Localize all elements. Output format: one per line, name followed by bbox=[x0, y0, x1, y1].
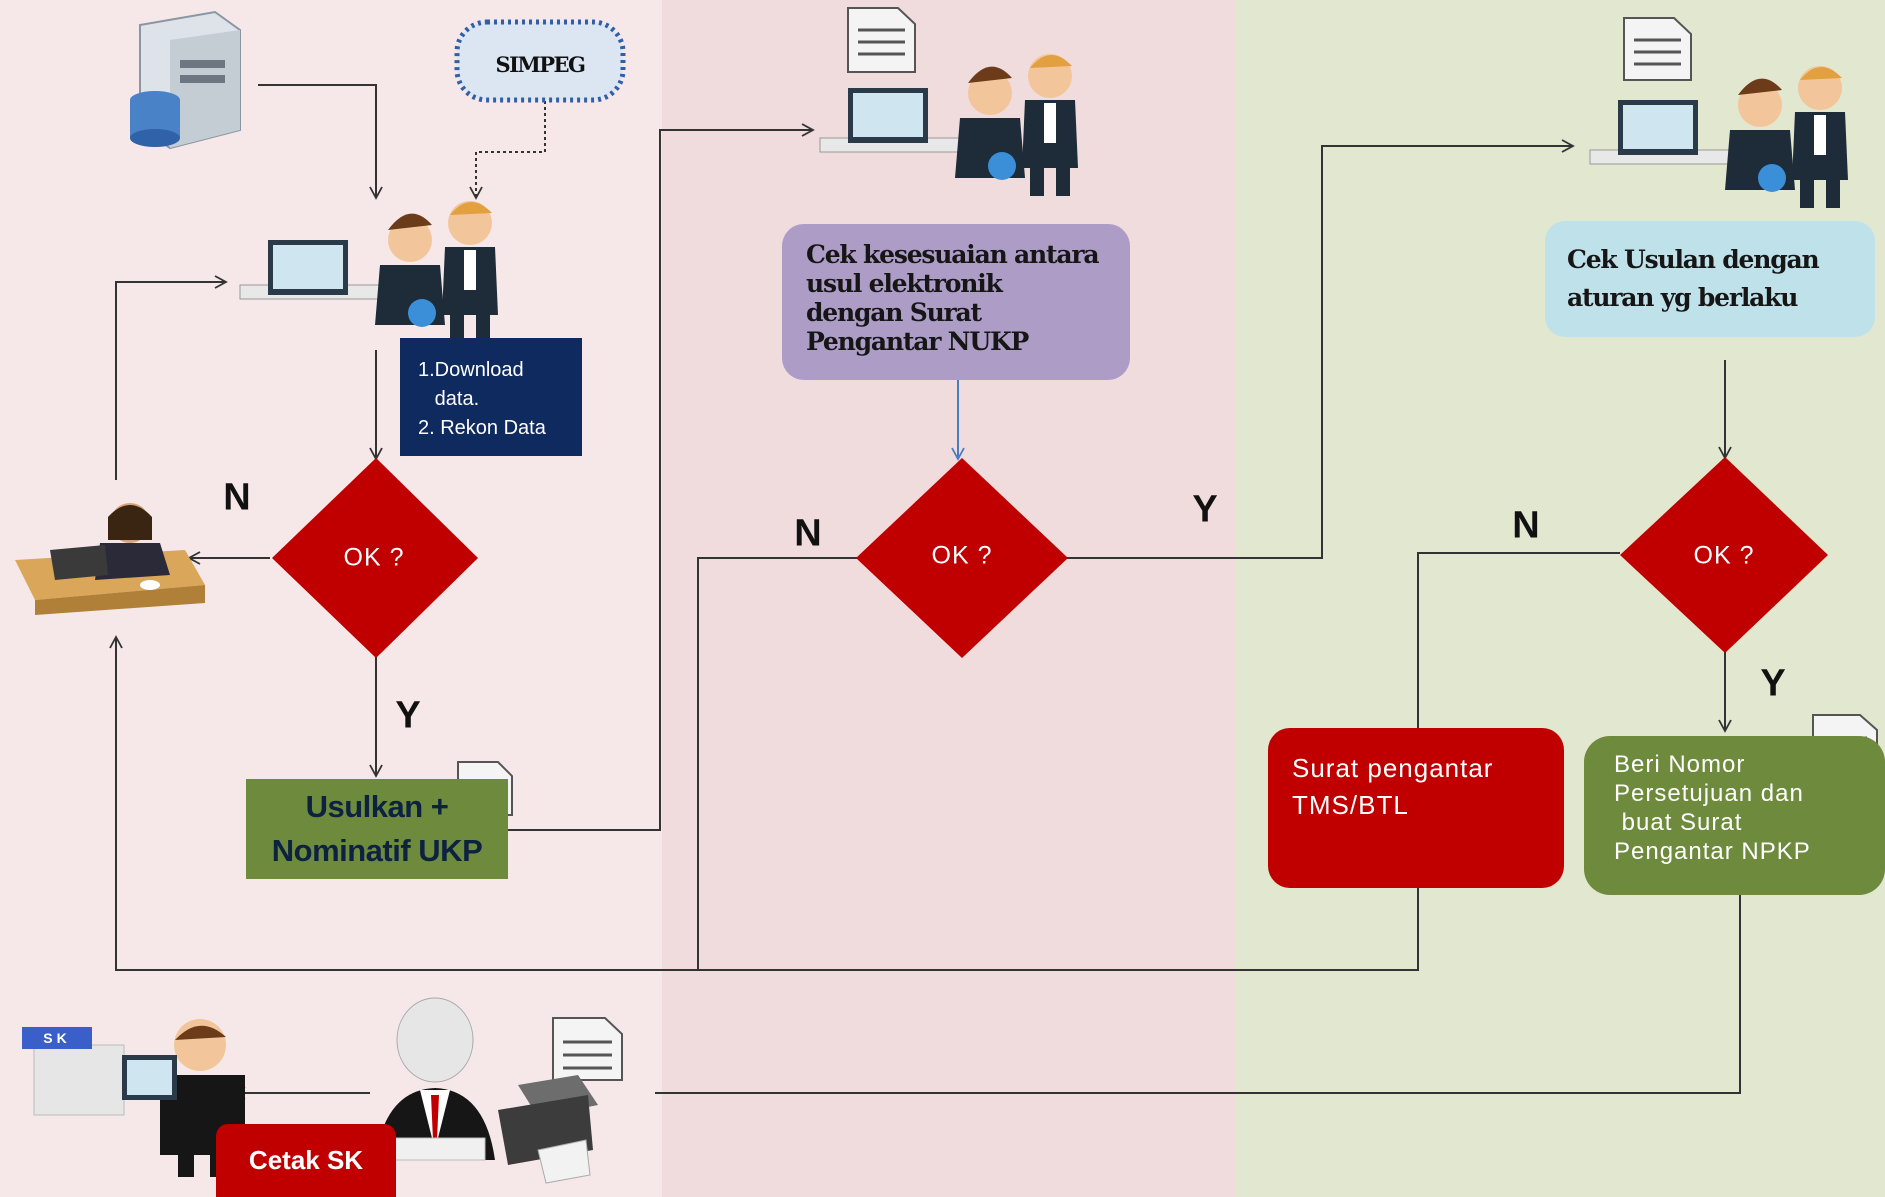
surat-tms-line-2: TMS/BTL bbox=[1292, 790, 1409, 820]
arrow-decision-3-no bbox=[1417, 552, 1620, 728]
arrow-decision-2-yes bbox=[1065, 139, 1575, 559]
arrow-npkp-to-print bbox=[655, 895, 1741, 1094]
arrow-operator-resubmit bbox=[115, 275, 228, 480]
usulkan-line-2: Nominatif UKP bbox=[271, 833, 483, 868]
printer-icon bbox=[498, 1075, 598, 1184]
surat-tms-box: Surat pengantar TMS/BTL bbox=[1268, 728, 1564, 888]
sk-tab-label: SK bbox=[22, 1027, 92, 1049]
download-line-1: 1.Download bbox=[418, 359, 524, 381]
beri-nomor-line-1: Beri Nomor bbox=[1614, 751, 1746, 778]
decision-1-no-label: N bbox=[223, 476, 251, 519]
manager-icon bbox=[375, 997, 495, 1161]
download-line-3: 2. Rekon Data bbox=[418, 417, 546, 439]
beri-nomor-line-4: Pengantar NPKP bbox=[1614, 838, 1811, 865]
decision-1-yes-label: Y bbox=[395, 694, 421, 737]
arrow-usulkan-to-verification bbox=[508, 123, 815, 831]
download-rekon-box: 1.Download data. 2. Rekon Data bbox=[400, 338, 582, 456]
download-line-2: data. bbox=[418, 388, 480, 410]
workstation-people-icon bbox=[1589, 66, 1848, 208]
decision-2-yes-label: Y bbox=[1192, 488, 1218, 531]
decision-1-label: OK ? bbox=[343, 543, 405, 572]
beri-nomor-line-3: buat Surat bbox=[1614, 809, 1743, 836]
decision-3-no-label: N bbox=[1512, 504, 1540, 547]
operator-at-desk-icon bbox=[15, 503, 205, 615]
arrow-server-to-operator bbox=[258, 84, 383, 200]
beri-nomor-box: Beri Nomor Persetujuan dan buat Surat Pe… bbox=[1584, 736, 1885, 895]
workstation-people-icon bbox=[239, 201, 498, 343]
document-icon bbox=[457, 7, 1878, 1081]
usulkan-box: Usulkan + Nominatif UKP bbox=[246, 779, 508, 879]
arrow-simpeg-to-operator bbox=[469, 95, 546, 200]
cek-kesesuaian-line-4: Pengantar NUKP bbox=[806, 327, 1029, 356]
cek-kesesuaian-line-3: dengan Surat bbox=[806, 298, 982, 327]
decision-3-yes-label: Y bbox=[1760, 662, 1786, 705]
simpeg-database-icon bbox=[454, 19, 626, 103]
arrow-decision-2-no bbox=[697, 557, 858, 970]
simpeg-label: SIMPEG bbox=[495, 52, 586, 77]
decision-3-diamond bbox=[1620, 457, 1828, 653]
decision-2-label: OK ? bbox=[931, 541, 993, 570]
decision-1-diamond bbox=[272, 458, 478, 658]
server-database-icon bbox=[130, 10, 241, 150]
cek-kesesuaian-line-2: usul elektronik bbox=[806, 269, 1003, 298]
usulkan-line-1: Usulkan + bbox=[305, 789, 449, 824]
decision-3-label: OK ? bbox=[1693, 541, 1755, 570]
decision-2-diamond bbox=[856, 458, 1068, 658]
cek-usulan-line-2: aturan yg berlaku bbox=[1567, 283, 1798, 312]
arrow-return-to-operator bbox=[109, 635, 1419, 971]
cek-usulan-line-1: Cek Usulan dengan bbox=[1567, 245, 1820, 274]
cetak-sk-box: Cetak SK bbox=[216, 1124, 396, 1197]
surat-tms-line-1: Surat pengantar bbox=[1292, 753, 1494, 783]
cek-usulan-box: Cek Usulan dengan aturan yg berlaku bbox=[1545, 221, 1875, 337]
beri-nomor-line-2: Persetujuan dan bbox=[1614, 780, 1804, 807]
workstation-people-icon bbox=[819, 54, 1078, 196]
decision-2-no-label: N bbox=[794, 512, 822, 555]
cek-kesesuaian-box: Cek kesesuaian antara usul elektronik de… bbox=[782, 224, 1130, 380]
cek-kesesuaian-line-1: Cek kesesuaian antara bbox=[806, 240, 1100, 269]
